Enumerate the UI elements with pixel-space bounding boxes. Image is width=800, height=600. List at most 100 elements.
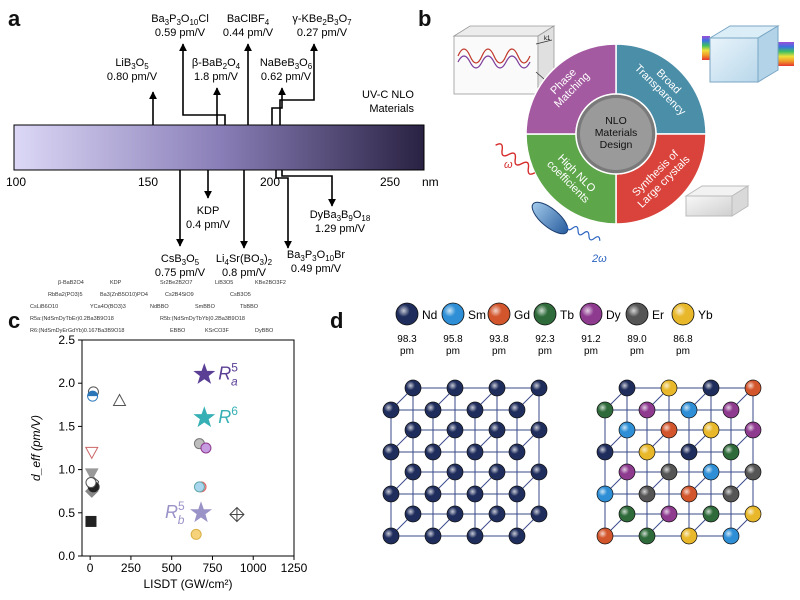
lattice-atom-shine	[509, 402, 525, 418]
legend-entry-9: CsLiB6O10	[30, 304, 58, 310]
lattice-atom-shine	[467, 486, 483, 502]
value-bbo: 1.8 pm/V	[194, 71, 239, 83]
lattice-atom-shine	[723, 528, 739, 544]
uv-spectrum-bar	[13, 124, 425, 171]
value-kbe2b3o7: 0.27 pm/V	[297, 27, 348, 39]
lattice-atom-shine	[723, 486, 739, 502]
atom-tb-radius: 92.3	[535, 334, 555, 345]
lattice-atom-shine	[509, 528, 525, 544]
lattice-atom-shine	[703, 422, 719, 438]
value-kdp: 0.4 pm/V	[186, 219, 231, 231]
atom-er-radius: 89.0	[627, 334, 647, 345]
legend-entry-4: KBe2BO3F2	[255, 280, 286, 286]
point-9	[84, 468, 99, 481]
legend-entry-7: Cs2B4SiO9	[165, 292, 194, 298]
lattice-atom-shine	[597, 528, 613, 544]
legend-entry-16: R6:(NdSmDyErGdYb)0.167Ba3B9O18	[30, 328, 124, 334]
lattice-atom-shine	[509, 486, 525, 502]
x-tick-label: 500	[162, 561, 182, 575]
value-li4sr: 0.8 pm/V	[222, 267, 267, 279]
lattice-atom-shine	[447, 464, 463, 480]
legend-entry-1: KDP	[110, 280, 122, 286]
lattice-atom-shine	[681, 444, 697, 460]
value-ba3p3o10cl: 0.59 pm/V	[155, 27, 206, 39]
y-axis-label: d_eff (pm/V)	[29, 415, 43, 481]
legend-entry-12: SmBBO	[195, 304, 216, 310]
point-10	[85, 477, 97, 489]
lattice-atom-shine	[383, 402, 399, 418]
point-16	[193, 406, 216, 428]
label-kdp: KDP	[197, 205, 220, 217]
lattice-atom-shine	[661, 422, 677, 438]
lattice-atom-shine	[425, 444, 441, 460]
lattice-atom-shine	[489, 380, 505, 396]
atom-gd-radius: 93.8	[489, 334, 509, 345]
atom-yb-symbol: Yb	[698, 308, 713, 322]
atom-dy-radius: 91.2	[581, 334, 601, 345]
lattice-atom-shine	[467, 528, 483, 544]
atom-er-unit: pm	[630, 346, 644, 357]
lattice-atom-shine	[405, 380, 421, 396]
y-tick-label: 1.5	[58, 419, 75, 433]
y-tick-label: 2.5	[58, 333, 75, 347]
panel-label-c: c	[8, 308, 21, 333]
phase-matching-inset: k1 k2	[452, 25, 556, 95]
lattice-atom-shine	[661, 464, 677, 480]
label-dyba3b9o18: DyBa3B9O18	[310, 209, 371, 223]
panel-label-b: b	[418, 6, 432, 31]
atom-sm-unit: pm	[446, 346, 460, 357]
lattice-atom-shine	[619, 422, 635, 438]
svg-text:ω: ω	[504, 159, 513, 171]
legend-entry-15: R5b:(NdSmDyTbYb)0.2Ba3B9O18	[160, 316, 245, 322]
tick-200: 200	[260, 175, 280, 189]
lattice-atom-shine	[447, 506, 463, 522]
atom-yb-unit: pm	[676, 346, 690, 357]
lattice-atom-shine	[405, 464, 421, 480]
x-tick-label: 250	[121, 561, 141, 575]
legend-entry-13: TbBBO	[240, 304, 259, 310]
x-tick-label: 0	[87, 561, 94, 575]
lattice-atom-shine	[531, 380, 547, 396]
y-tick-label: 0.0	[58, 549, 75, 563]
x-tick-label: 750	[202, 561, 222, 575]
panel-label-a: a	[8, 6, 21, 31]
lattice-atom-shine	[531, 464, 547, 480]
ionic-radius-legend: Nd98.3pmSm95.8pmGd93.8pmTb92.3pmDy91.2pm…	[395, 302, 713, 357]
lattice-atom-shine	[383, 486, 399, 502]
lattice-atom-shine	[703, 506, 719, 522]
legend-entry-6: Ba3(ZnB5O10)PO4	[100, 292, 148, 298]
atom-dy-symbol: Dy	[606, 308, 621, 322]
y-tick-label: 0.5	[58, 506, 75, 520]
atom-gd-symbol: Gd	[514, 308, 530, 322]
wavelength-axis: 100 150 200 250 nm	[6, 175, 439, 189]
label-li4sr: Li4Sr(BO3)2	[216, 253, 273, 267]
atom-nd-radius: 98.3	[397, 334, 417, 345]
x-tick-label: 1250	[281, 561, 308, 575]
lattice-atom-shine	[597, 444, 613, 460]
lattice-atom-shine	[531, 422, 547, 438]
legend-entry-0: β-BaB2O4	[58, 280, 84, 286]
uvc-title-line1: UV-C NLO	[362, 89, 414, 101]
legend-entry-19: DyBBO	[255, 328, 274, 334]
atom-sm-radius: 95.8	[443, 334, 463, 345]
point-7-fill	[87, 391, 98, 397]
lattice-atom-shine	[425, 402, 441, 418]
legend-entry-2: Sr2Be2B2O7	[160, 280, 192, 286]
point-1	[85, 515, 97, 527]
rare-earth-lattice-panel: Nd98.3pmSm95.8pmGd93.8pmTb92.3pmDy91.2pm…	[382, 302, 762, 545]
legend-entry-11: NdBBO	[150, 304, 169, 310]
atom-nd-shine	[396, 303, 418, 325]
point-17	[193, 481, 205, 493]
lattice-atom-shine	[597, 402, 613, 418]
point-11	[190, 528, 202, 540]
large-crystal-icon	[684, 185, 750, 217]
svg-text:k1: k1	[544, 36, 551, 42]
label-nabeb3o6: NaBeB3O6	[260, 57, 313, 71]
atom-nd-unit: pm	[400, 346, 414, 357]
atom-tb-symbol: Tb	[560, 308, 574, 322]
value-nabeb3o6: 0.62 pm/V	[261, 71, 312, 83]
tick-150: 150	[138, 175, 158, 189]
